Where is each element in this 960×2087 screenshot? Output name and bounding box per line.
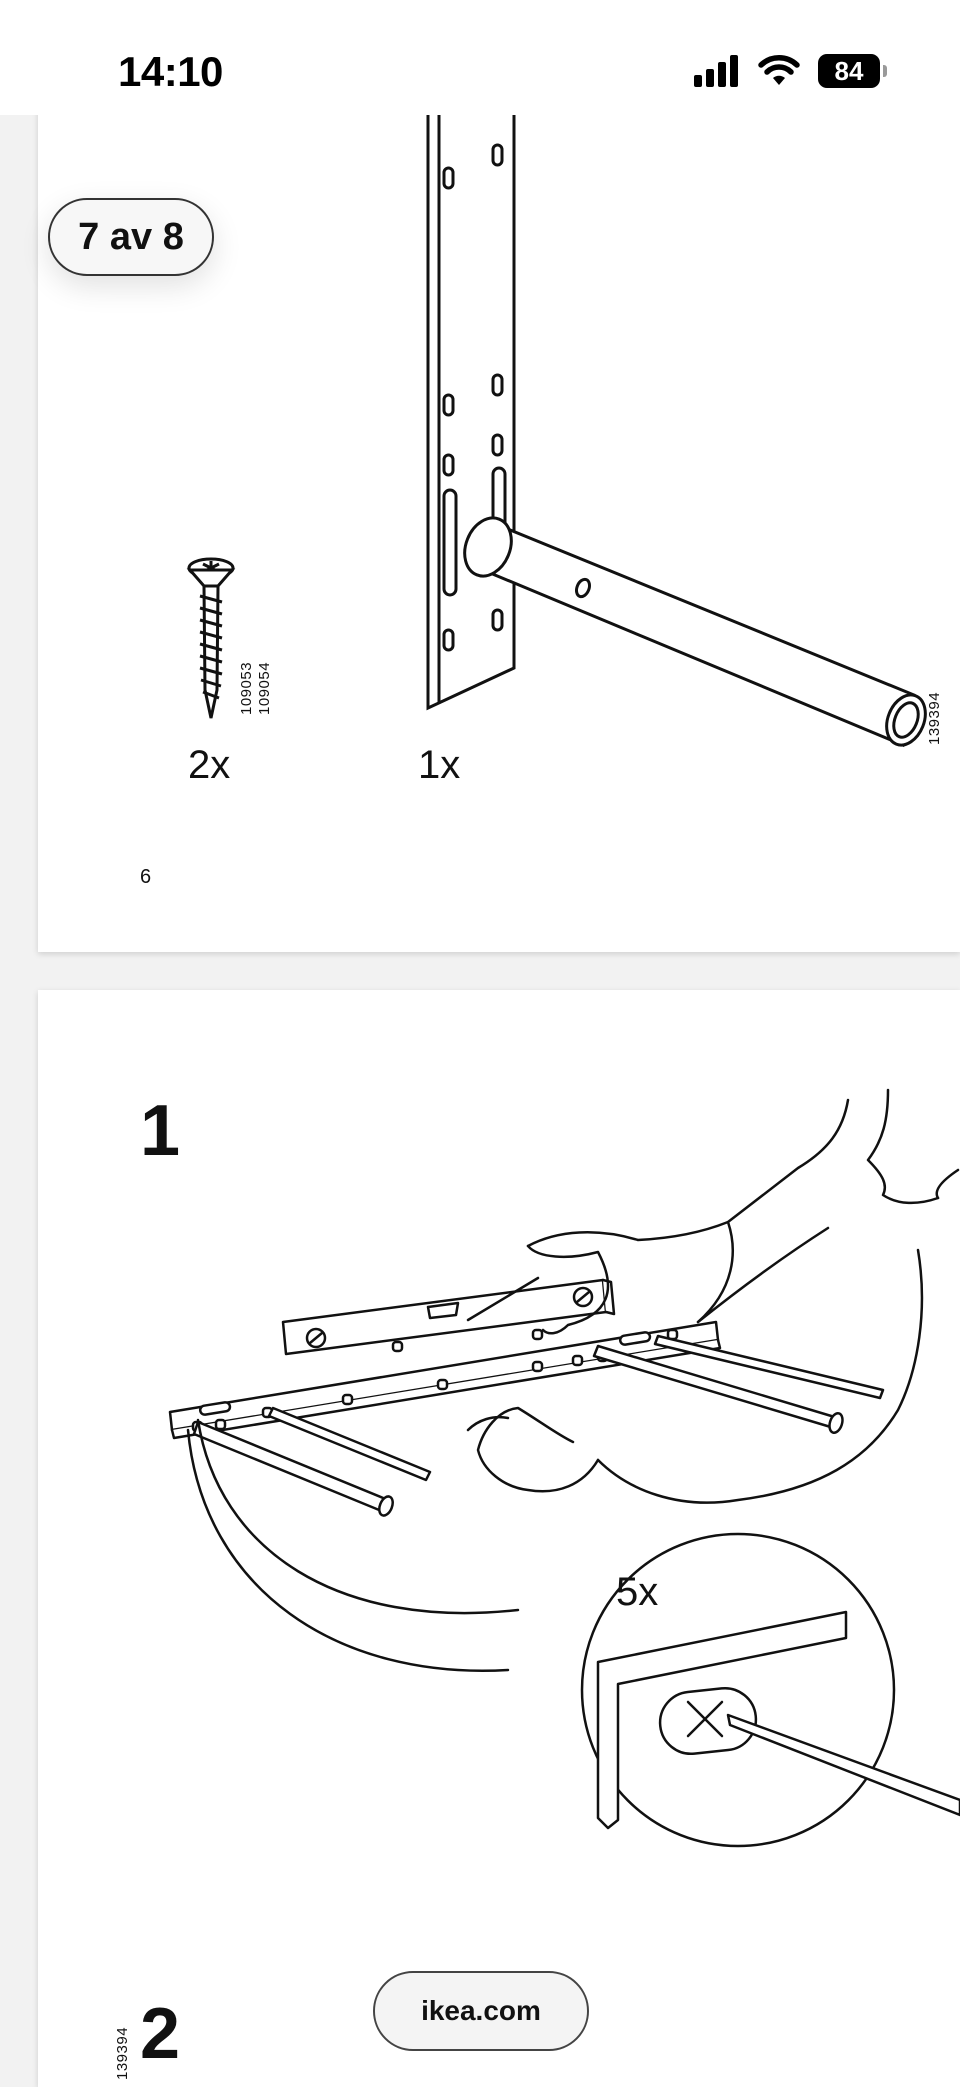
ikea-link-button[interactable]: ikea.com [373, 1971, 589, 2051]
step-1-number: 1 [140, 1091, 181, 1171]
rail-article-number: 139394 [114, 2026, 131, 2080]
step-2-number: 2 [140, 1994, 181, 2074]
bracket-quantity: 1x [418, 743, 461, 787]
battery-level: 84 [834, 55, 864, 86]
wall-rail-icon [168, 1320, 722, 1440]
screw-quantity: 2x [188, 743, 231, 787]
bracket-article-number: 139394 [926, 691, 943, 745]
status-icons: 84 [694, 54, 887, 88]
pencil-icon [192, 1276, 885, 1517]
person-illustration [466, 1088, 960, 1504]
page-number: 6 [140, 866, 152, 888]
screw-article-number-1: 109053 [238, 661, 255, 715]
battery-icon: 84 [818, 54, 887, 88]
spirit-level-icon [281, 1278, 616, 1356]
wifi-icon [758, 55, 800, 85]
status-bar: 14:10 84 [0, 0, 960, 115]
status-time: 14:10 [118, 48, 223, 95]
shelf-bracket-icon [426, 115, 927, 748]
detail-quantity: 5x [616, 1570, 659, 1614]
screw-icon [186, 557, 236, 719]
parts-illustration [186, 115, 927, 748]
instruction-page-parts: 109053 109054 2x 1x 139394 6 [38, 0, 960, 952]
step-1-illustration [168, 1088, 960, 1848]
page-indicator[interactable]: 7 av 8 [48, 198, 214, 276]
instruction-page-step: 1 [38, 990, 960, 2087]
screw-article-number-2: 109054 [256, 661, 273, 715]
cellular-signal-icon [694, 55, 738, 87]
detail-magnifier-icon [186, 1418, 960, 1848]
